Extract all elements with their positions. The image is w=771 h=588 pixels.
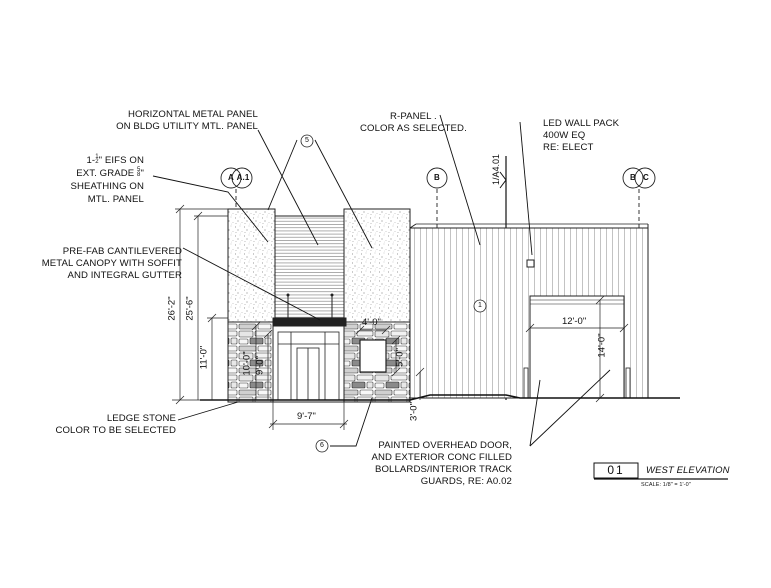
- dim-3-0: 3'-0": [408, 402, 420, 421]
- note-r-panel-l1: R-PANEL .: [390, 111, 437, 122]
- dim-11-0: 11'-0": [198, 345, 210, 370]
- dim-4-0: 4'-0": [362, 317, 381, 328]
- overhead-door: [529, 295, 625, 399]
- note-horizontal-panel-l2: ON BLDG UTILITY MTL. PANEL: [116, 121, 258, 132]
- note-ledge-stone: LEDGE STONE COLOR TO BE SELECTED: [40, 413, 176, 437]
- note-r-panel-l2: COLOR AS SELECTED.: [360, 123, 467, 134]
- note-canopy: PRE-FAB CANTILEVERED METAL CANOPY WITH S…: [10, 246, 182, 282]
- note-ledge-stone-l1: LEDGE STONE: [106, 413, 176, 424]
- dim-26-2: 26'-2": [166, 296, 178, 321]
- note-overhead-door-l1: PAINTED OVERHEAD DOOR,: [378, 440, 512, 451]
- note-eifs-l3: SHEATHING ON: [70, 181, 144, 192]
- stone-window: [359, 339, 387, 373]
- keynote-6: 6: [320, 442, 324, 449]
- grid-label-b: B: [434, 173, 440, 182]
- grid-bubble-b: [426, 167, 448, 228]
- note-eifs-l4: MTL. PANEL: [87, 194, 144, 205]
- horizontal-panel: [274, 215, 345, 323]
- note-wall-pack-l1: LED WALL PACK: [543, 118, 620, 129]
- grid-label-c: C: [643, 173, 649, 182]
- dim-9-7: 9'-7": [297, 411, 316, 422]
- building: [200, 208, 680, 403]
- grid-bubble-bc: [622, 167, 656, 228]
- note-overhead-door-l2: AND EXTERIOR CONC FILLED: [371, 452, 512, 463]
- leader-lines: [152, 114, 611, 447]
- keynote-5: 5: [305, 137, 309, 144]
- dim-14-0: 14'-0": [596, 333, 608, 358]
- dim-12-0: 12'-0": [562, 316, 587, 327]
- dim-25-6: 25'-6": [184, 296, 196, 321]
- eifs-tower-left: [227, 208, 276, 323]
- drawing-number: 01: [607, 463, 625, 477]
- section-ref-label: 1/A4.01: [491, 153, 501, 185]
- storefront-glazing: [277, 331, 340, 401]
- note-wall-pack-l2: 400W EQ: [543, 130, 586, 141]
- wall-pack: [526, 259, 535, 268]
- grid-label-a1: A.1: [236, 173, 250, 182]
- note-overhead-door-l4: GUARDS, RE: A0.02: [420, 476, 512, 487]
- eifs-tower-right: [343, 208, 411, 323]
- title-block-frame: [593, 462, 728, 480]
- keynote-markers: [300, 134, 487, 453]
- drawing-scale: SCALE: 1/8" = 1'-0": [641, 482, 691, 488]
- keynote-1: 1: [478, 302, 482, 309]
- note-canopy-l2: METAL CANOPY WITH SOFFIT: [41, 258, 182, 269]
- dim-5-0: 5'-0": [394, 348, 406, 367]
- note-wall-pack: LED WALL PACK 400W EQ RE: ELECT: [543, 118, 619, 154]
- note-wall-pack-l3: RE: ELECT: [543, 142, 594, 153]
- drawing-title: WEST ELEVATION: [646, 465, 730, 476]
- note-horizontal-panel-l1: HORIZONTAL METAL PANEL: [128, 109, 258, 120]
- note-canopy-l1: PRE-FAB CANTILEVERED: [62, 246, 182, 257]
- grid-bubble-a: [220, 167, 253, 212]
- note-ledge-stone-l2: COLOR TO BE SELECTED: [55, 425, 176, 436]
- grade-line: [200, 394, 680, 401]
- note-canopy-l3: AND INTEGRAL GUTTER: [67, 270, 182, 281]
- note-horizontal-panel: HORIZONTAL METAL PANEL ON BLDG UTILITY M…: [60, 109, 258, 133]
- metal-canopy: [272, 317, 347, 327]
- note-overhead-door: PAINTED OVERHEAD DOOR, AND EXTERIOR CONC…: [350, 440, 512, 488]
- dim-9-0: 9'-0": [254, 356, 266, 375]
- note-overhead-door-l3: BOLLARDS/INTERIOR TRACK: [375, 464, 512, 475]
- dim-10-0: 10'-0": [241, 351, 253, 376]
- stone-base-left: [227, 321, 274, 403]
- dimension-lines: [172, 204, 629, 430]
- grid-label-b-alt: B: [630, 173, 636, 182]
- grid-label-a: A: [228, 173, 234, 182]
- note-r-panel: R-PANEL . COLOR AS SELECTED.: [360, 111, 467, 135]
